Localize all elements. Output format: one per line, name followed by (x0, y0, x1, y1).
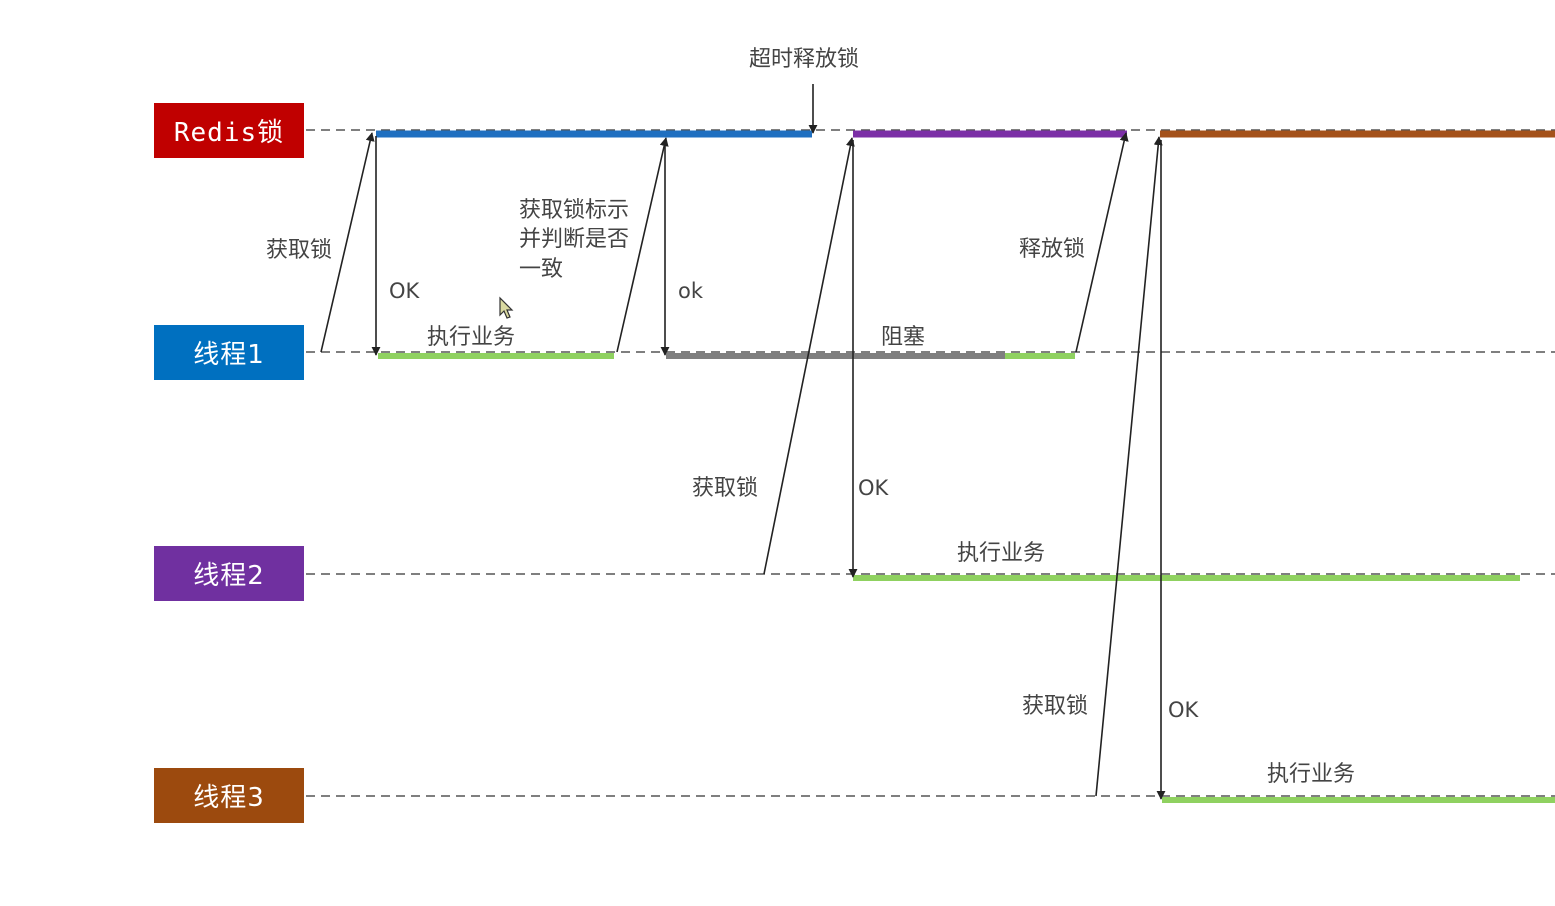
t1-check-label-line3: 一致 (519, 257, 563, 282)
t1-acquire-label: 获取锁 (266, 238, 332, 263)
t1-check-label-line2: 并判断是否 (519, 227, 629, 252)
t3-business-label: 执行业务 (1267, 762, 1355, 787)
t3-acquire-label: 获取锁 (1022, 694, 1088, 719)
t2-acquire-arrow (763, 137, 855, 575)
timeout-release-label: 超时释放锁 (749, 47, 859, 72)
mouse-pointer-icon (499, 296, 514, 319)
t1-release-arrow (1075, 132, 1129, 353)
t1-acquire-arrow (320, 132, 375, 353)
t2-ok-label: OK (858, 476, 890, 500)
lane-dash-lines (306, 129, 1555, 797)
t3-acquire-arrow (1095, 136, 1163, 797)
thread3-label: 线程3 (154, 768, 304, 823)
t1-business-label: 执行业务 (427, 325, 515, 350)
t1-check-arrow (616, 137, 669, 353)
t1-ok-label: OK (389, 279, 421, 303)
t1-check-label-line1: 获取锁标示 (519, 198, 629, 223)
t3-ok-label: OK (1168, 698, 1200, 722)
arrows (320, 84, 1166, 800)
redis-lock-label: Redis锁 (154, 103, 304, 158)
t2-business-label: 执行业务 (957, 541, 1045, 566)
thread2-label: 线程2 (154, 546, 304, 601)
t1-ok2-label: ok (678, 279, 704, 303)
t2-acquire-label: 获取锁 (692, 476, 758, 501)
thread1-label: 线程1 (154, 325, 304, 380)
t1-release-label: 释放锁 (1019, 237, 1085, 262)
t1-blocked-label: 阻塞 (881, 325, 925, 350)
